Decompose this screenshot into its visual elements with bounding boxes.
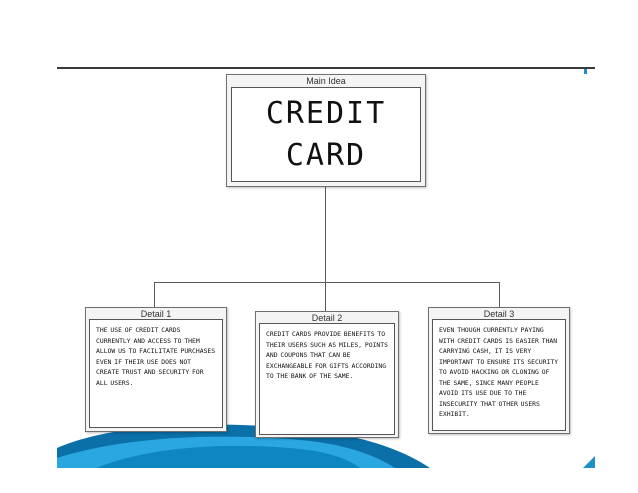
detail-2-label: Detail 2 — [311, 313, 343, 323]
accent-mark — [584, 69, 587, 74]
main-title-line2: CARD — [285, 138, 367, 173]
detail-2-inner: Credit cards provide benefits to their u… — [259, 323, 395, 435]
detail-2-box: Detail 2 Credit cards provide benefits t… — [255, 311, 399, 438]
connector-horizontal — [154, 282, 500, 283]
main-title-line1: CREDIT — [265, 96, 387, 131]
main-idea-box: Main Idea CREDIT CARD — [226, 74, 426, 187]
detail-1-inner: The use of credit cards currently and ac… — [89, 319, 223, 428]
detail-3-text: Even though currently paying with credit… — [439, 326, 559, 418]
detail-2-text: Credit cards provide benefits to their u… — [266, 330, 388, 380]
detail-1-text: The use of credit cards currently and ac… — [96, 326, 216, 387]
connector-detail2 — [325, 282, 326, 312]
connector-detail3 — [499, 282, 500, 308]
detail-3-label: Detail 3 — [483, 309, 515, 319]
connector-detail1 — [154, 282, 155, 308]
detail-3-box: Detail 3 Even though currently paying wi… — [428, 307, 570, 434]
top-divider — [57, 67, 595, 69]
main-idea-label: Main Idea — [306, 76, 346, 86]
main-idea-inner: CREDIT CARD — [231, 87, 421, 182]
detail-3-inner: Even though currently paying with credit… — [432, 319, 566, 431]
detail-1-label: Detail 1 — [140, 309, 172, 319]
connector-main-vertical — [325, 185, 326, 283]
detail-1-box: Detail 1 The use of credit cards current… — [85, 307, 227, 432]
